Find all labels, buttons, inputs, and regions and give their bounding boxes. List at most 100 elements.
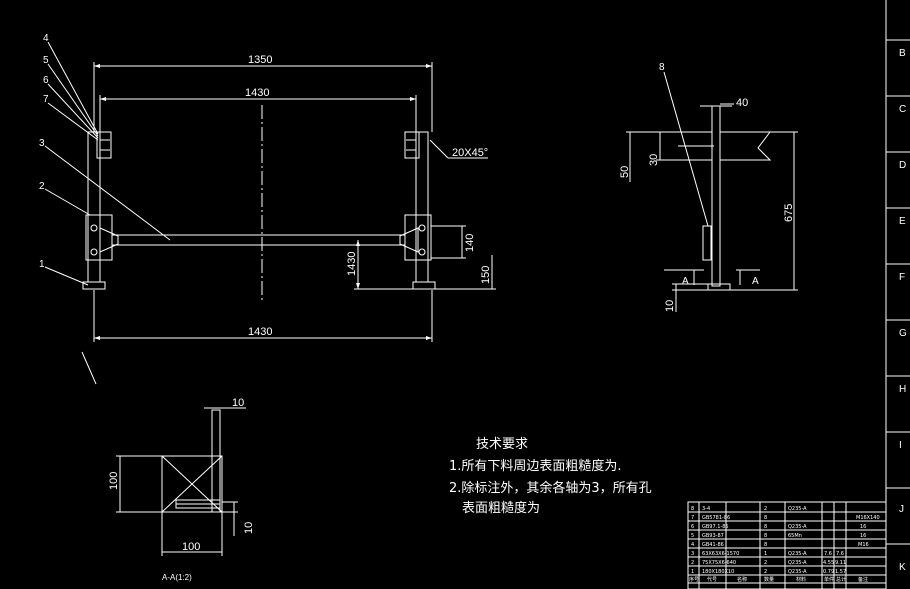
dim-50: 50: [619, 166, 631, 178]
bom-cell: GB41-86: [702, 542, 724, 548]
notes-line-2: 2.除标注外，其余各轴为3，所有孔: [449, 480, 652, 496]
bom-row: 2 75X75X6-640 2 Q235-A 4.55 9.11: [691, 560, 846, 566]
bom-cell: M16: [858, 542, 869, 548]
notes-title: 技术要求: [476, 437, 528, 452]
ruler-letter: K: [899, 562, 906, 573]
bom-cell: 1.57: [835, 569, 846, 575]
bom-cell: 3: [691, 551, 694, 557]
bom-cell: Q235-A: [788, 569, 807, 575]
bom-cell: 9.11: [835, 560, 846, 566]
side-view: A A 8: [659, 62, 772, 291]
bom-cell: 2: [764, 560, 767, 566]
notes-line-1: 1.所有下料周边表面粗糙度为.: [449, 458, 622, 474]
bom-cell: GB5781-86: [702, 515, 730, 521]
bom-row: 8 3-4 2 Q235-A: [691, 506, 807, 512]
dim-140: 140: [464, 234, 476, 252]
part-label-2: 2: [39, 181, 45, 192]
bom-row: 3 63X63X6-1570 1 Q235-A 7.6 7.6: [691, 551, 844, 557]
bom-cell: 2: [764, 506, 767, 512]
dim-side-10: 10: [664, 300, 676, 312]
ruler-letter: I: [899, 440, 902, 451]
section-view: 10 100 100 10 A-A(1:2): [108, 397, 255, 582]
bom-header-cell: 名称: [737, 576, 747, 583]
ruler-letter: G: [899, 328, 907, 339]
bom-cell: 180X180X10: [702, 569, 734, 575]
part-leaders: 4 5 6 7 3 2 1: [39, 33, 171, 286]
bom-cell: 8: [691, 506, 694, 512]
ruler-letter: H: [899, 384, 906, 395]
part-label-7: 7: [43, 94, 49, 105]
bom-cell: Q235-A: [788, 560, 807, 566]
bom-cell: 1: [691, 569, 694, 575]
section-mark-left: A: [682, 276, 689, 287]
part-label-3: 3: [39, 138, 45, 149]
bom-cell: 4.55: [823, 560, 834, 566]
bom-cell: 5: [691, 533, 694, 539]
dim-675: 675: [783, 204, 795, 222]
bom-cell: 8: [764, 542, 767, 548]
bom-row: 7 GB5781-86 8 M16X140: [691, 515, 880, 521]
bom-header-cell: 材料: [796, 576, 806, 583]
dim-1350: 1350: [248, 54, 272, 66]
part-label-1: 1: [39, 259, 45, 270]
bom-row: 6 GB97.1-85 8 Q235-A 16: [691, 524, 866, 530]
bom-cell: 16: [860, 524, 866, 530]
ruler-letter: E: [899, 216, 906, 227]
bom-header: 序号 代号 名称 数量 材料 单件 总计 备注: [689, 576, 868, 583]
front-view: [82, 105, 436, 300]
bom-cell: GB93-87: [702, 533, 724, 539]
bom-cell: 4: [691, 542, 694, 548]
notes-line-3: 表面粗糙度为: [462, 500, 540, 516]
bom-cell: 16: [860, 533, 866, 539]
part-label-5: 5: [43, 55, 49, 66]
bom-cell: 3-4: [702, 506, 710, 512]
ruler-letter: J: [899, 504, 904, 515]
section-title: A-A(1:2): [162, 573, 192, 582]
section-mark-right: A: [752, 276, 759, 287]
dim-section-10-right: 10: [243, 522, 255, 534]
part-label-6: 6: [43, 75, 49, 86]
bom-cell: 2: [691, 560, 694, 566]
part-label-4: 4: [43, 33, 49, 44]
bom-cell: 8: [764, 533, 767, 539]
bom-header-cell: 序号: [689, 576, 699, 583]
bom-cell: 7: [691, 515, 694, 521]
bom-cell: 8: [764, 524, 767, 530]
dim-section-10-top: 10: [232, 397, 244, 409]
bom-table: 8 3-4 2 Q235-A 7 GB5781-86 8 M16X140 6 G…: [687, 501, 887, 589]
side-dimensions: 40 50 30 675 10: [619, 97, 798, 312]
bom-cell: 2: [764, 569, 767, 575]
dim-1430-bottom: 1430: [248, 326, 272, 338]
bom-cell: 7.6: [836, 551, 844, 557]
bom-cell: M16X140: [856, 515, 880, 521]
dim-30: 30: [648, 154, 660, 166]
dim-1430-inner: 1430: [245, 87, 269, 99]
dim-150: 150: [480, 266, 492, 284]
part-label-8: 8: [659, 62, 665, 73]
bom-cell: 7.6: [824, 551, 832, 557]
bom-header-cell: 总计: [836, 576, 846, 583]
bom-cell: Q235-A: [788, 506, 807, 512]
bom-header-cell: 数量: [764, 576, 774, 583]
bom-cell: 8: [764, 515, 767, 521]
ruler-letter: C: [899, 104, 906, 115]
bom-header-cell: 单件: [824, 576, 834, 583]
ruler-letter: F: [899, 272, 905, 283]
bom-row: 5 GB93-87 8 65Mn 16: [691, 533, 866, 539]
bom-cell: Q235-A: [788, 524, 807, 530]
bom-cell: 65Mn: [788, 533, 802, 539]
bom-row: 4 GB41-86 8 M16: [691, 542, 869, 548]
dim-section-100-left: 100: [108, 472, 120, 490]
bom-cell: GB97.1-85: [702, 524, 729, 530]
border-ruler: B C D E F G H I J K: [885, 0, 910, 589]
technical-notes: 技术要求 1.所有下料周边表面粗糙度为. 2.除标注外，其余各轴为3，所有孔 表…: [449, 437, 652, 516]
ruler-letter: B: [899, 48, 906, 59]
dim-40: 40: [736, 97, 748, 109]
dim-chamfer: 20X45°: [452, 147, 488, 159]
ruler-letter: D: [899, 160, 906, 171]
bom-cell: 75X75X6-640: [702, 560, 736, 566]
front-dimensions: 1350 1430 1430 1430 140 150 20X45°: [81, 54, 496, 385]
bom-cell: 1: [764, 551, 767, 557]
bom-cell: 63X63X6-1570: [702, 551, 739, 557]
